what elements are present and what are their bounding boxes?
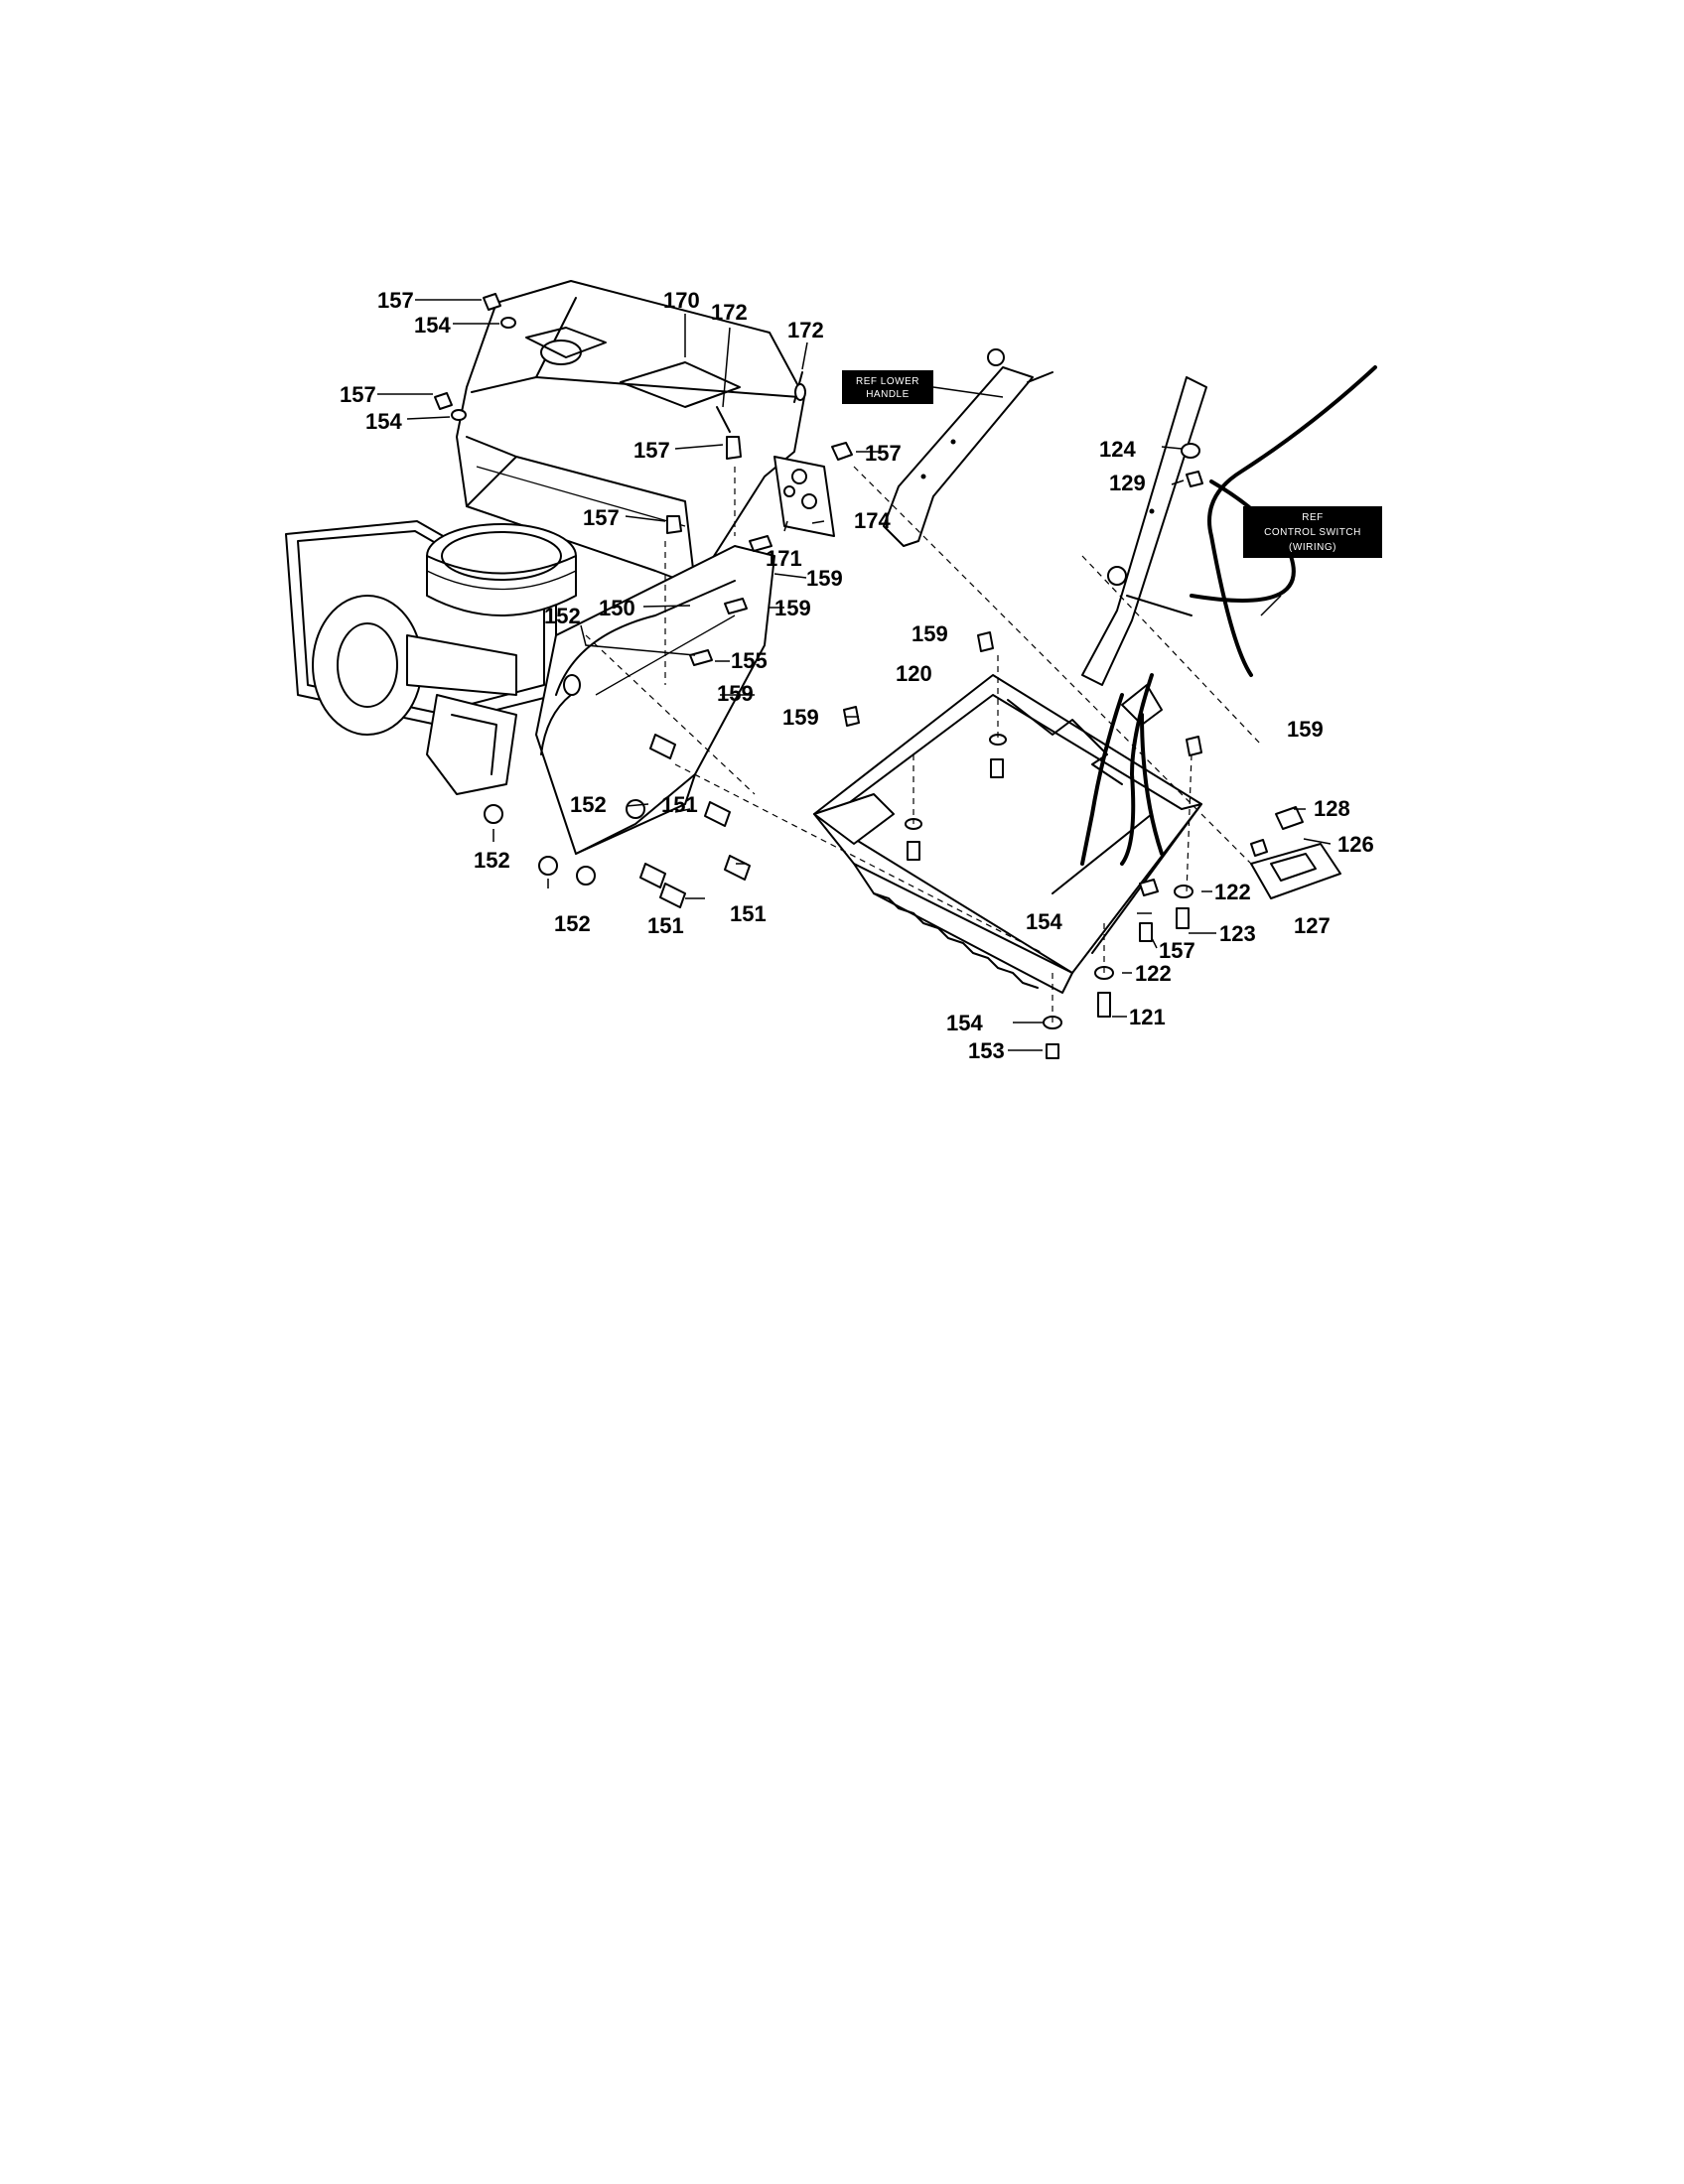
part-label-157: 157 <box>1159 938 1195 963</box>
part-label-150: 150 <box>599 596 635 620</box>
part-label-155: 155 <box>731 648 768 673</box>
part-label-128: 128 <box>1314 796 1350 821</box>
part-labels: 157 154 157 154 170 172 172 157 157 157 … <box>340 288 1374 1063</box>
bracket-174 <box>773 456 835 537</box>
part-label-126: 126 <box>1337 832 1374 857</box>
part-label-170: 170 <box>663 288 700 313</box>
part-label-174: 174 <box>854 508 891 533</box>
part-label-122: 122 <box>1214 880 1251 904</box>
part-label-171: 171 <box>766 546 802 571</box>
part-label-152: 152 <box>554 911 591 936</box>
part-label-172: 172 <box>787 318 824 342</box>
switch-box-126 <box>1250 806 1341 899</box>
leader-lines <box>377 299 1332 1051</box>
part-label-157: 157 <box>583 505 620 530</box>
part-label-151: 151 <box>661 792 698 817</box>
part-label-127: 127 <box>1294 913 1331 938</box>
part-label-159: 159 <box>782 705 819 730</box>
part-label-120: 120 <box>896 661 932 686</box>
part-label-152: 152 <box>474 848 510 873</box>
part-label-154: 154 <box>414 313 451 338</box>
callout-lower-handle-line1: REF LOWER <box>856 376 919 387</box>
part-label-159: 159 <box>806 566 843 591</box>
part-label-122: 122 <box>1135 961 1172 986</box>
callout-lower-handle-line2: HANDLE <box>866 389 910 400</box>
part-label-159: 159 <box>912 621 948 646</box>
part-label-129: 129 <box>1109 471 1146 495</box>
part-label-121: 121 <box>1129 1005 1166 1029</box>
part-label-152: 152 <box>544 604 581 628</box>
callout-control-switch-line3: (WIRING) <box>1289 542 1336 553</box>
part-label-152: 152 <box>570 792 607 817</box>
part-label-159: 159 <box>774 596 811 620</box>
part-label-153: 153 <box>968 1038 1005 1063</box>
callout-control-switch-line2: CONTROL SWITCH <box>1264 527 1361 538</box>
lower-handle <box>883 348 1053 547</box>
callout-lower-handle: REF LOWER HANDLE <box>842 370 933 404</box>
callout-control-switch: REF CONTROL SWITCH (WIRING) <box>1243 506 1382 558</box>
part-label-157: 157 <box>377 288 414 313</box>
hardware <box>434 293 1203 1059</box>
right-handle <box>1081 376 1207 686</box>
callout-control-switch-line1: REF <box>1302 512 1324 523</box>
control-wiring <box>1080 365 1377 866</box>
engine-shroud <box>456 280 805 587</box>
part-label-157: 157 <box>633 438 670 463</box>
part-label-157: 157 <box>865 441 902 466</box>
part-label-154: 154 <box>365 409 402 434</box>
part-label-172: 172 <box>711 300 748 325</box>
part-label-151: 151 <box>647 913 684 938</box>
part-label-159: 159 <box>1287 717 1324 742</box>
part-label-154: 154 <box>1026 909 1062 934</box>
part-label-154: 154 <box>946 1011 983 1035</box>
chute-ring <box>426 523 577 616</box>
part-label-123: 123 <box>1219 921 1256 946</box>
assembly-lines <box>585 466 1262 1023</box>
part-label-124: 124 <box>1099 437 1136 462</box>
part-label-159: 159 <box>717 681 754 706</box>
part-label-151: 151 <box>730 901 767 926</box>
part-label-157: 157 <box>340 382 376 407</box>
